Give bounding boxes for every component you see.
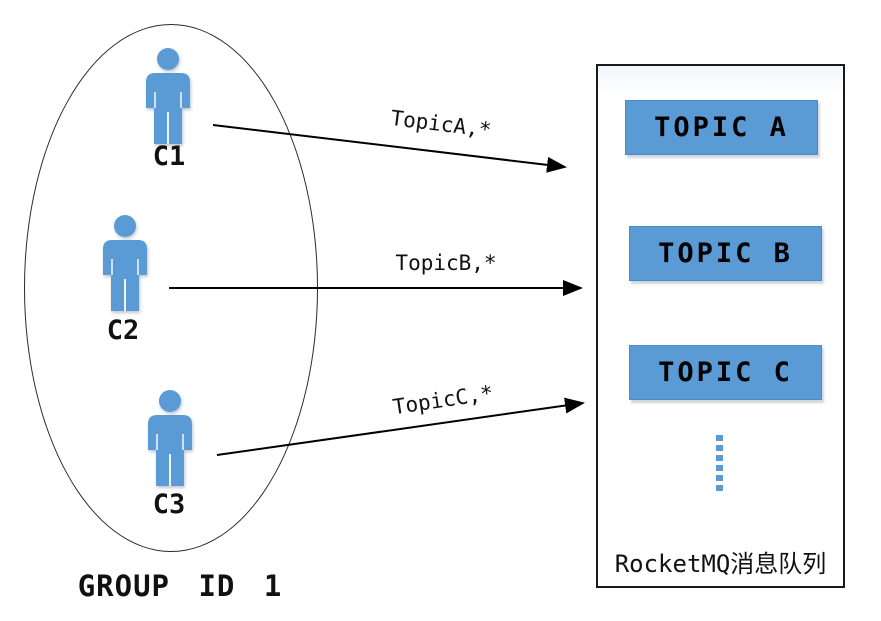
consumer-c3-person-icon (148, 390, 192, 486)
subscription-label-topic-b: TopicB,* (395, 251, 497, 275)
subscription-label-topic-c: TopicC,* (391, 380, 495, 420)
queue-title: RocketMQ消息队列 (614, 550, 827, 578)
topic-c-box: TOPIC C (629, 345, 822, 400)
group-id-caption: GROUP ID 1 (77, 569, 283, 603)
topic-a-box: TOPIC A (625, 100, 818, 155)
consumer-c1-person-icon (146, 48, 190, 144)
subscription-label-topic-a: TopicA,* (389, 105, 493, 143)
consumer-c3-label: C3 (152, 489, 186, 520)
consumer-c1-label: C1 (152, 141, 186, 172)
topic-b-box: TOPIC B (629, 226, 822, 281)
consumer-c2-person-icon (103, 215, 147, 311)
rocketmq-queue-container: TOPIC A TOPIC B TOPIC C RocketMQ消息队列 (596, 64, 845, 588)
vertical-dots-icon (716, 435, 723, 493)
consumer-c2-label: C2 (106, 315, 140, 346)
